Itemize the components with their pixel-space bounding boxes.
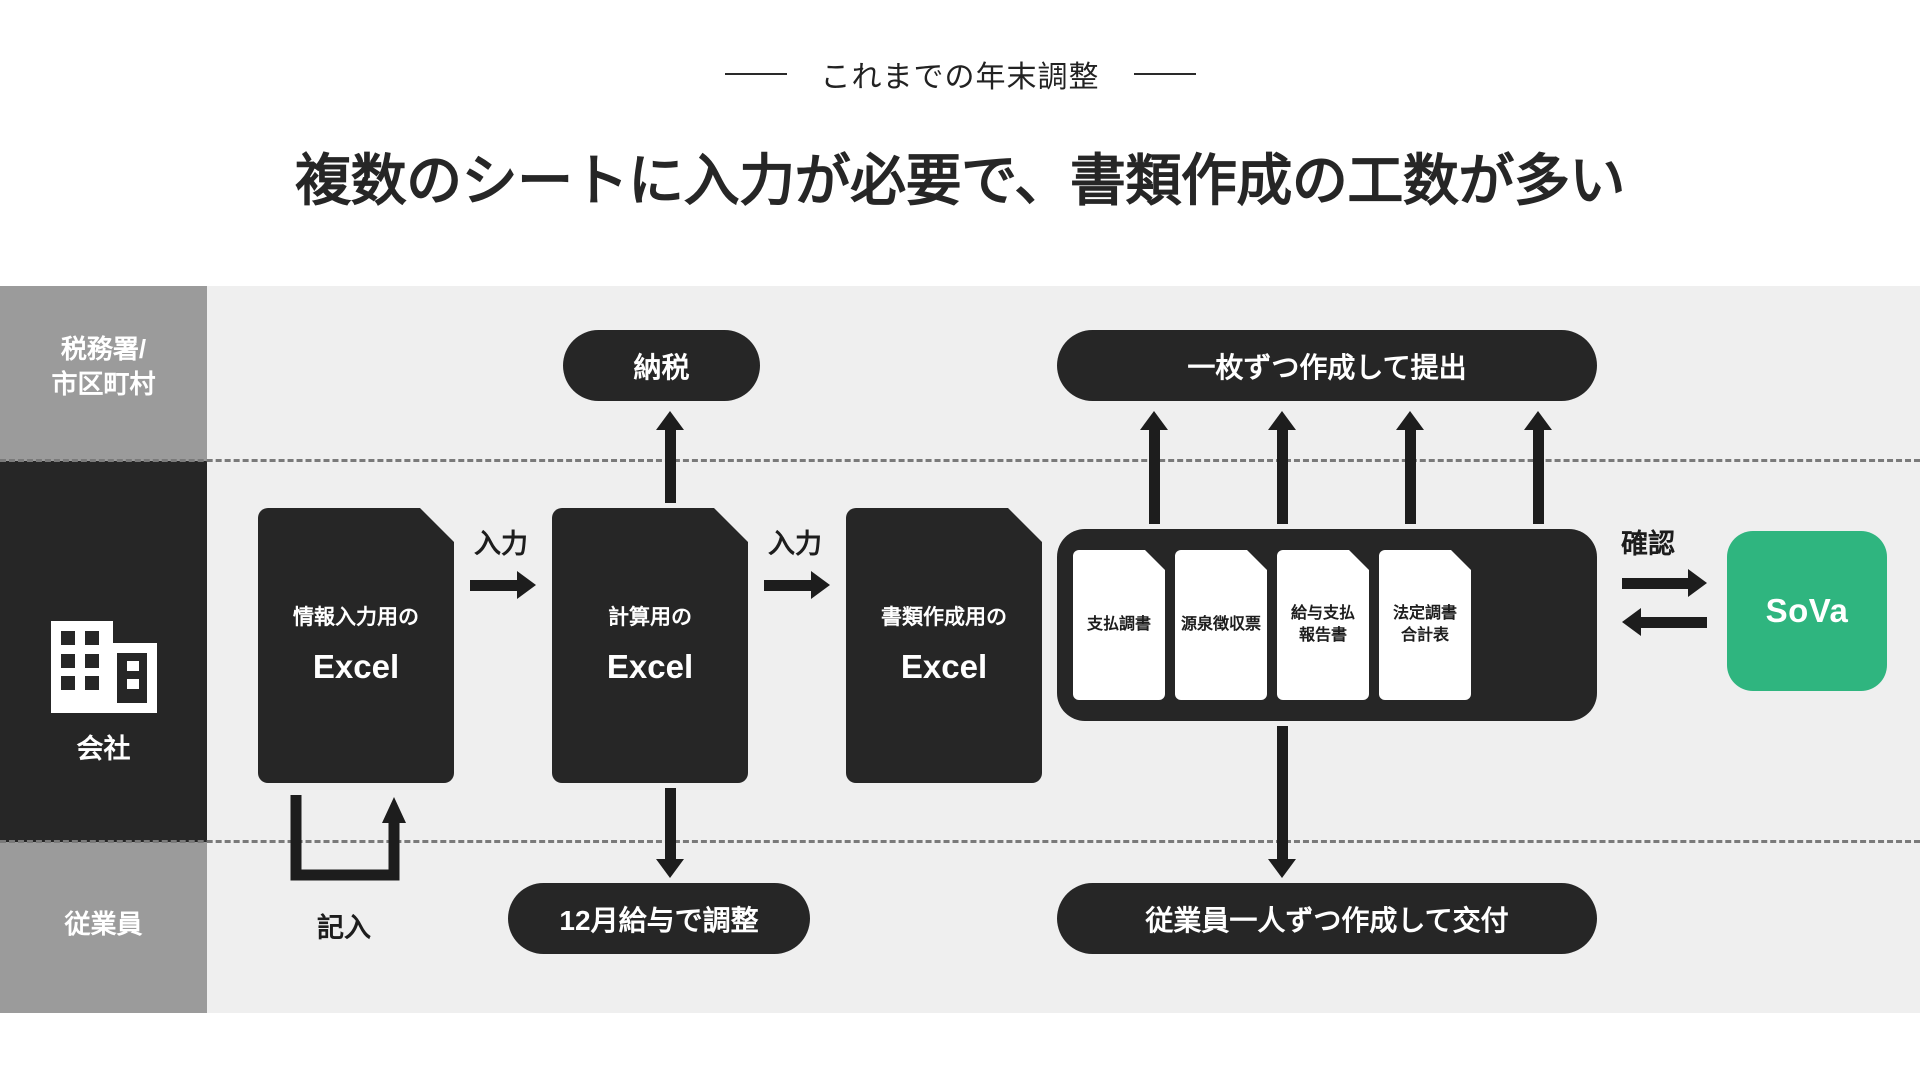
eyebrow-rule-right xyxy=(1133,73,1196,75)
doc-input-excel-line1: 情報入力用の xyxy=(293,606,419,630)
lane-divider-top xyxy=(0,459,1920,462)
form-card-shiharai-chosho-label: 支払調書 xyxy=(1086,616,1151,634)
arrow-head xyxy=(1268,859,1296,878)
pill-issue-each-employee-label: 従業員一人ずつ作成して交付 xyxy=(1145,904,1509,936)
pill-submit-one-by-one[interactable]: 一枚ずつ作成して提出 xyxy=(1057,330,1597,401)
arrow-shaft xyxy=(1641,616,1707,628)
arrow-submit-2 xyxy=(1268,411,1296,524)
pill-tax-payment[interactable]: 納税 xyxy=(563,330,760,401)
page-fold-icon xyxy=(1451,550,1471,570)
arrow-shaft xyxy=(664,788,676,859)
form-card-hotei-chosho[interactable]: 法定調書 合計表 xyxy=(1379,550,1471,700)
pill-december-adjust[interactable]: 12月給与で調整 xyxy=(508,883,810,954)
arrow-shaft xyxy=(1276,726,1288,859)
arrow-head xyxy=(811,571,830,599)
doc-calc-excel[interactable]: 計算用の Excel xyxy=(552,508,748,783)
arrow-to-sova xyxy=(1622,569,1707,597)
page-fold-icon xyxy=(420,508,454,542)
arrow-label-input-1: 入力 xyxy=(474,529,528,559)
doc-create-excel[interactable]: 書類作成用の Excel xyxy=(846,508,1042,783)
form-card-gensen-choshuhyo-label: 源泉徴収票 xyxy=(1180,616,1261,634)
page-title: 複数のシートに入力が必要で、書類作成の工数が多い xyxy=(295,149,1625,212)
arrow-head xyxy=(1688,569,1707,597)
swimlane-employee: 従業員 xyxy=(0,842,207,1013)
form-card-kyuyo-shiharai[interactable]: 給与支払 報告書 xyxy=(1277,550,1369,700)
arrow-shaft xyxy=(1404,430,1416,524)
swimlane-sidebar: 税務署/ 市区町村 会社 従業員 xyxy=(0,286,207,1013)
arrow-shaft xyxy=(470,579,517,591)
arrow-head xyxy=(1268,411,1296,430)
doc-input-excel-line2: Excel xyxy=(312,647,400,685)
arrow-head xyxy=(656,411,684,430)
page-fold-icon xyxy=(1349,550,1369,570)
eyebrow-rule-left xyxy=(724,73,787,75)
arrow-from-sova xyxy=(1622,608,1707,636)
arrow-shaft xyxy=(1148,430,1160,524)
pill-tax-payment-label: 納税 xyxy=(633,351,690,383)
diagram-board: 税務署/ 市区町村 会社 従業員 xyxy=(0,286,1920,1013)
form-card-hotei-chosho-label: 法定調書 合計表 xyxy=(1392,605,1457,644)
arrow-shaft xyxy=(664,430,676,503)
doc-create-excel-line1: 書類作成用の xyxy=(881,606,1007,630)
pill-issue-each-employee[interactable]: 従業員一人ずつ作成して交付 xyxy=(1057,883,1597,954)
arrow-head xyxy=(517,571,536,599)
arrow-head xyxy=(1622,608,1641,636)
sova-badge[interactable]: SoVa xyxy=(1727,531,1887,691)
lane-divider-bottom xyxy=(0,840,1920,843)
arrow-input-2 xyxy=(764,571,830,599)
pill-december-adjust-label: 12月給与で調整 xyxy=(559,904,759,936)
doc-input-excel[interactable]: 情報入力用の Excel xyxy=(258,508,454,783)
arrow-to-tax-payment xyxy=(656,411,684,503)
swimlane-company: 会社 xyxy=(0,461,207,842)
arrow-to-issue-employee xyxy=(1268,726,1296,878)
swimlane-company-label: 会社 xyxy=(76,734,131,764)
building-icon xyxy=(50,621,157,713)
arrow-label-input-2: 入力 xyxy=(768,529,822,559)
arrow-to-december-adjust xyxy=(656,788,684,878)
page-fold-icon xyxy=(1145,550,1165,570)
forms-group: 支払調書 源泉徴収票 給与支払 報告書 法定調書 合計表 xyxy=(1057,529,1597,721)
arrow-input-1 xyxy=(470,571,536,599)
arrow-submit-1 xyxy=(1140,411,1168,524)
eyebrow: これまでの年末調整 xyxy=(0,52,1920,96)
page-fold-icon xyxy=(714,508,748,542)
doc-create-excel-line2: Excel xyxy=(900,647,988,685)
swimlane-gov-label: 税務署/ 市区町村 xyxy=(51,334,156,400)
page-fold-icon xyxy=(1247,550,1267,570)
page-fold-icon xyxy=(1008,508,1042,542)
form-card-gensen-choshuhyo[interactable]: 源泉徴収票 xyxy=(1175,550,1267,700)
sova-badge-label: SoVa xyxy=(1765,592,1849,629)
arrow-shaft xyxy=(1276,430,1288,524)
arrow-label-kakunin: 確認 xyxy=(1621,529,1675,559)
arrow-shaft xyxy=(1622,577,1688,589)
swimlane-employee-label: 従業員 xyxy=(64,909,143,939)
arrow-label-kinyu: 記入 xyxy=(317,913,371,943)
swimlane-gov: 税務署/ 市区町村 xyxy=(0,286,207,461)
eyebrow-text: これまでの年末調整 xyxy=(820,61,1100,94)
arrow-head xyxy=(1524,411,1552,430)
arrow-head xyxy=(656,859,684,878)
form-card-kyuyo-shiharai-label: 給与支払 報告書 xyxy=(1290,605,1355,644)
arrow-submit-3 xyxy=(1396,411,1424,524)
arrow-shaft xyxy=(764,579,811,591)
arrow-submit-4 xyxy=(1524,411,1552,524)
arrow-head xyxy=(1140,411,1168,430)
arrow-kinyu-hook xyxy=(290,795,406,881)
arrow-shaft xyxy=(1532,430,1544,524)
form-card-shiharai-chosho[interactable]: 支払調書 xyxy=(1073,550,1165,700)
pill-submit-one-by-one-label: 一枚ずつ作成して提出 xyxy=(1187,351,1467,383)
doc-calc-excel-line2: Excel xyxy=(606,647,694,685)
arrow-head xyxy=(1396,411,1424,430)
doc-calc-excel-line1: 計算用の xyxy=(608,606,692,630)
